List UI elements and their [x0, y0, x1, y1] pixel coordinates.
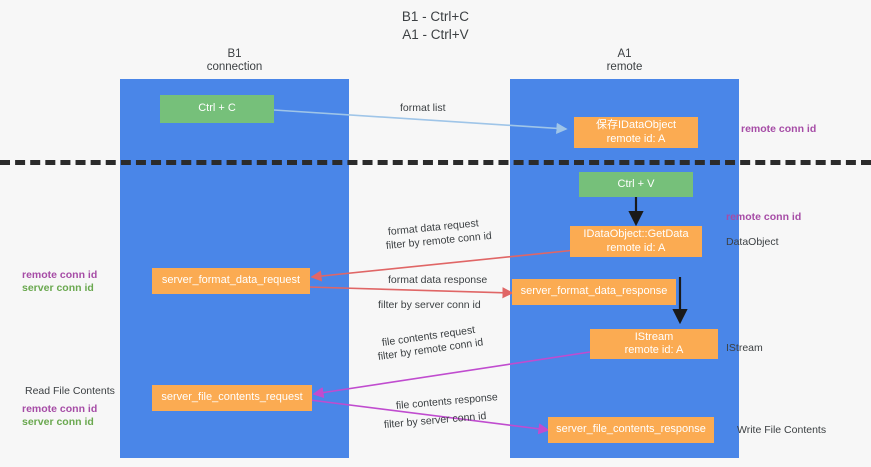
- node-save-idataobject[interactable]: 保存IDataObject remote id: A: [574, 117, 698, 148]
- filter-prefix-text-4: filter by: [383, 415, 422, 431]
- lane-title-b1: B1 connection: [206, 48, 263, 73]
- annotation-left-server-conn-id: server conn id: [22, 282, 94, 294]
- node-server-format-data-request[interactable]: server_format_data_request: [152, 268, 310, 294]
- filter-prefix-text: filter by: [385, 236, 424, 252]
- annotation-remote-conn-id-top: remote conn id: [741, 123, 817, 135]
- edge-label-format-data-response-filter: filter by server conn id: [378, 299, 481, 312]
- node-istream[interactable]: IStream remote id: A: [590, 329, 718, 359]
- node-server-file-contents-request[interactable]: server_file_contents_request: [152, 385, 312, 411]
- node-ctrl-c[interactable]: Ctrl + C: [160, 95, 274, 123]
- node-idataobject-getdata[interactable]: IDataObject::GetData remote id: A: [570, 226, 702, 257]
- annotation-write-file-contents: Write File Contents: [737, 424, 827, 436]
- annotation-left-server-conn-id-2: server conn id: [22, 416, 94, 428]
- annotation-left-remote-conn-id: remote conn id: [22, 269, 98, 281]
- edge-label-format-data-response: format data response: [388, 274, 488, 286]
- annotation-istream: IStream: [726, 342, 763, 354]
- section-divider: [0, 160, 871, 165]
- filter-key-server-conn-id-2: server conn id: [420, 410, 487, 428]
- annotation-dataobject: DataObject: [726, 236, 779, 248]
- annotation-remote-conn-id-mid: remote conn id: [726, 211, 802, 223]
- filter-prefix-text-2: filter by: [378, 299, 415, 311]
- lane-title-a1: A1 remote: [606, 48, 643, 73]
- edge-label-format-list: format list: [400, 102, 446, 114]
- node-server-file-contents-response[interactable]: server_file_contents_response: [548, 417, 714, 443]
- node-server-format-data-response[interactable]: server_format_data_response: [512, 279, 676, 305]
- page-title: B1 - Ctrl+C A1 - Ctrl+V: [401, 9, 470, 42]
- annotation-read-file-contents: Read File Contents: [25, 385, 115, 397]
- annotation-left-remote-conn-id-2: remote conn id: [22, 403, 98, 415]
- node-ctrl-v[interactable]: Ctrl + V: [579, 172, 693, 197]
- filter-key-server-conn-id: server conn id: [414, 299, 481, 311]
- edge-label-file-contents-response-filter: filter by server conn id: [383, 410, 486, 432]
